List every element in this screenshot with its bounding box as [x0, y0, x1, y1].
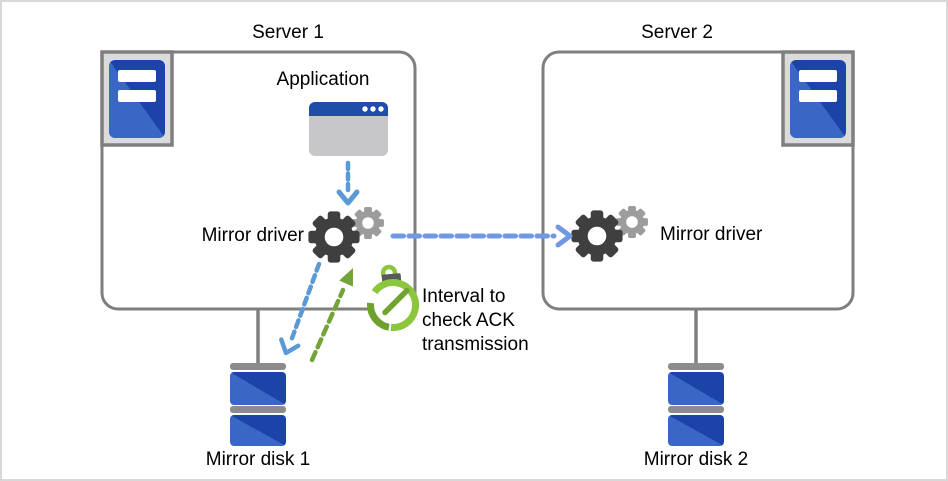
mirror-driver-2-label: Mirror driver [660, 224, 763, 245]
driver-to-driver-arrow [390, 224, 573, 248]
application-label: Application [276, 69, 370, 90]
server1-title: Server 1 [252, 22, 324, 43]
server2-title: Server 2 [641, 22, 713, 43]
app-to-driver-arrow [336, 160, 360, 206]
driver-to-disk-arrow [279, 261, 322, 356]
mirror-disk-1-icon [230, 363, 286, 446]
ack-to-driver-arrow [309, 268, 353, 363]
stopwatch-icon [367, 264, 419, 331]
mirror-disk-1-label: Mirror disk 1 [205, 449, 311, 470]
mirror-disk-2-icon [668, 363, 724, 446]
server2-box [541, 50, 855, 311]
server2-tower-icon [781, 50, 855, 147]
ack-interval-label: Interval to check ACK transmission [422, 286, 529, 355]
server1-tower-icon [100, 50, 174, 147]
application-window-icon [309, 102, 388, 156]
mirror-driver-1-label: Mirror driver [201, 225, 304, 246]
mirror-disk-2-label: Mirror disk 2 [643, 449, 749, 470]
